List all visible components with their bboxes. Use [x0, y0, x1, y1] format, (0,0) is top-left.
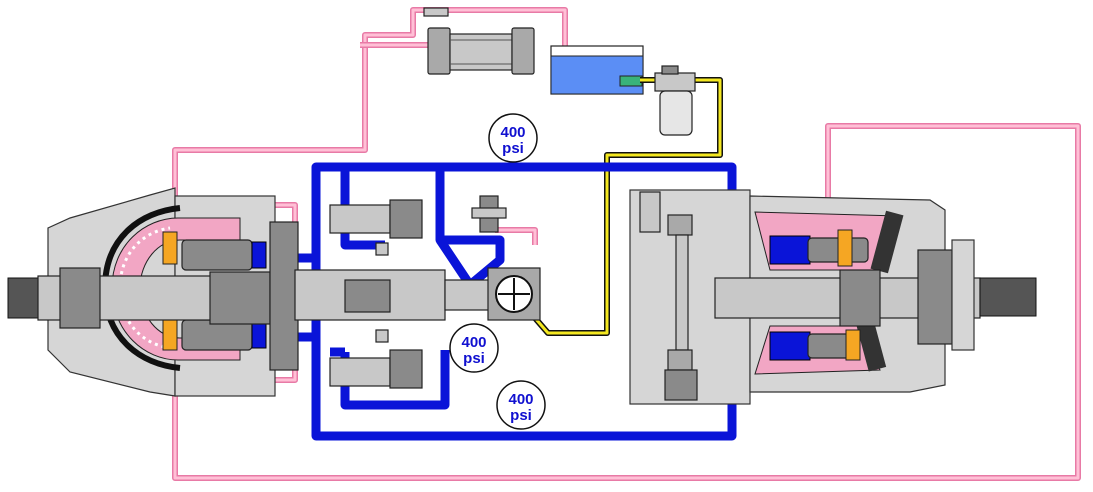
svg-text:psi: psi [463, 350, 485, 367]
svg-text:400: 400 [508, 391, 533, 408]
center-manifold [294, 267, 541, 321]
motor-shaft-icon [714, 249, 1037, 345]
svg-text:400: 400 [461, 334, 486, 351]
pressure-badge-bottom: 400 psi [496, 380, 546, 430]
svg-text:400: 400 [500, 124, 525, 141]
heat-exchanger-icon [423, 7, 535, 75]
reservoir-icon [550, 45, 644, 95]
pump-shaft-icon [7, 267, 291, 329]
suction-lines [532, 77, 723, 336]
filter-icon [654, 65, 696, 136]
pressure-badge-middle: 400 psi [449, 323, 499, 373]
svg-text:psi: psi [502, 140, 524, 157]
motor-assembly [629, 189, 1037, 405]
pressure-badge-top: 400 psi [488, 113, 538, 163]
pump-assembly [7, 187, 299, 397]
charge-pump-icon [487, 267, 541, 321]
relief-valve-icon [329, 195, 507, 389]
svg-text:psi: psi [510, 407, 532, 424]
